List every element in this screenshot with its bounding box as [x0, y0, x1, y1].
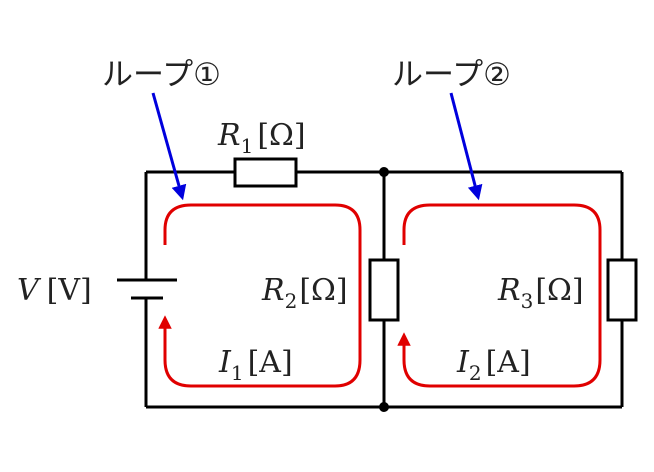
i1-subscript: 1	[231, 361, 244, 385]
loop-2-path	[402, 203, 602, 388]
source-symbol: V	[17, 273, 42, 308]
battery-symbol	[117, 278, 177, 300]
loop-1-path	[163, 203, 362, 388]
i1-label: I1[A]	[218, 345, 293, 385]
loop-2-label: ループ②	[392, 57, 511, 93]
r1-unit: [Ω]	[257, 118, 305, 153]
junction-top	[379, 167, 389, 177]
resistor-r3	[606, 258, 638, 322]
r2-label: R2[Ω]	[261, 273, 348, 313]
resistor-r2	[368, 258, 400, 322]
r1-subscript: 1	[241, 134, 254, 158]
r1-label: R1[Ω]	[217, 118, 306, 158]
i2-symbol: I	[456, 345, 470, 380]
r2-subscript: 2	[285, 289, 298, 313]
r1-symbol: R	[217, 118, 241, 153]
loop-1-pointer-arrow	[151, 92, 187, 201]
r3-subscript: 3	[521, 289, 534, 313]
i2-unit: [A]	[486, 345, 531, 380]
r2-unit: [Ω]	[299, 273, 347, 308]
loop-2-pointer-arrow	[449, 92, 483, 201]
junction-bottom	[379, 402, 389, 412]
r3-unit: [Ω]	[535, 273, 583, 308]
i1-unit: [A]	[248, 345, 293, 380]
i1-symbol: I	[218, 345, 232, 380]
resistor-r1	[233, 157, 298, 188]
source-unit: [V]	[47, 273, 92, 308]
i2-label: I2[A]	[456, 345, 531, 385]
i2-subscript: 2	[469, 361, 482, 385]
r2-symbol: R	[261, 273, 285, 308]
r3-symbol: R	[497, 273, 521, 308]
source-label: V[V]	[17, 273, 92, 308]
loop-1-label: ループ①	[102, 57, 221, 93]
r3-label: R3[Ω]	[497, 273, 584, 313]
